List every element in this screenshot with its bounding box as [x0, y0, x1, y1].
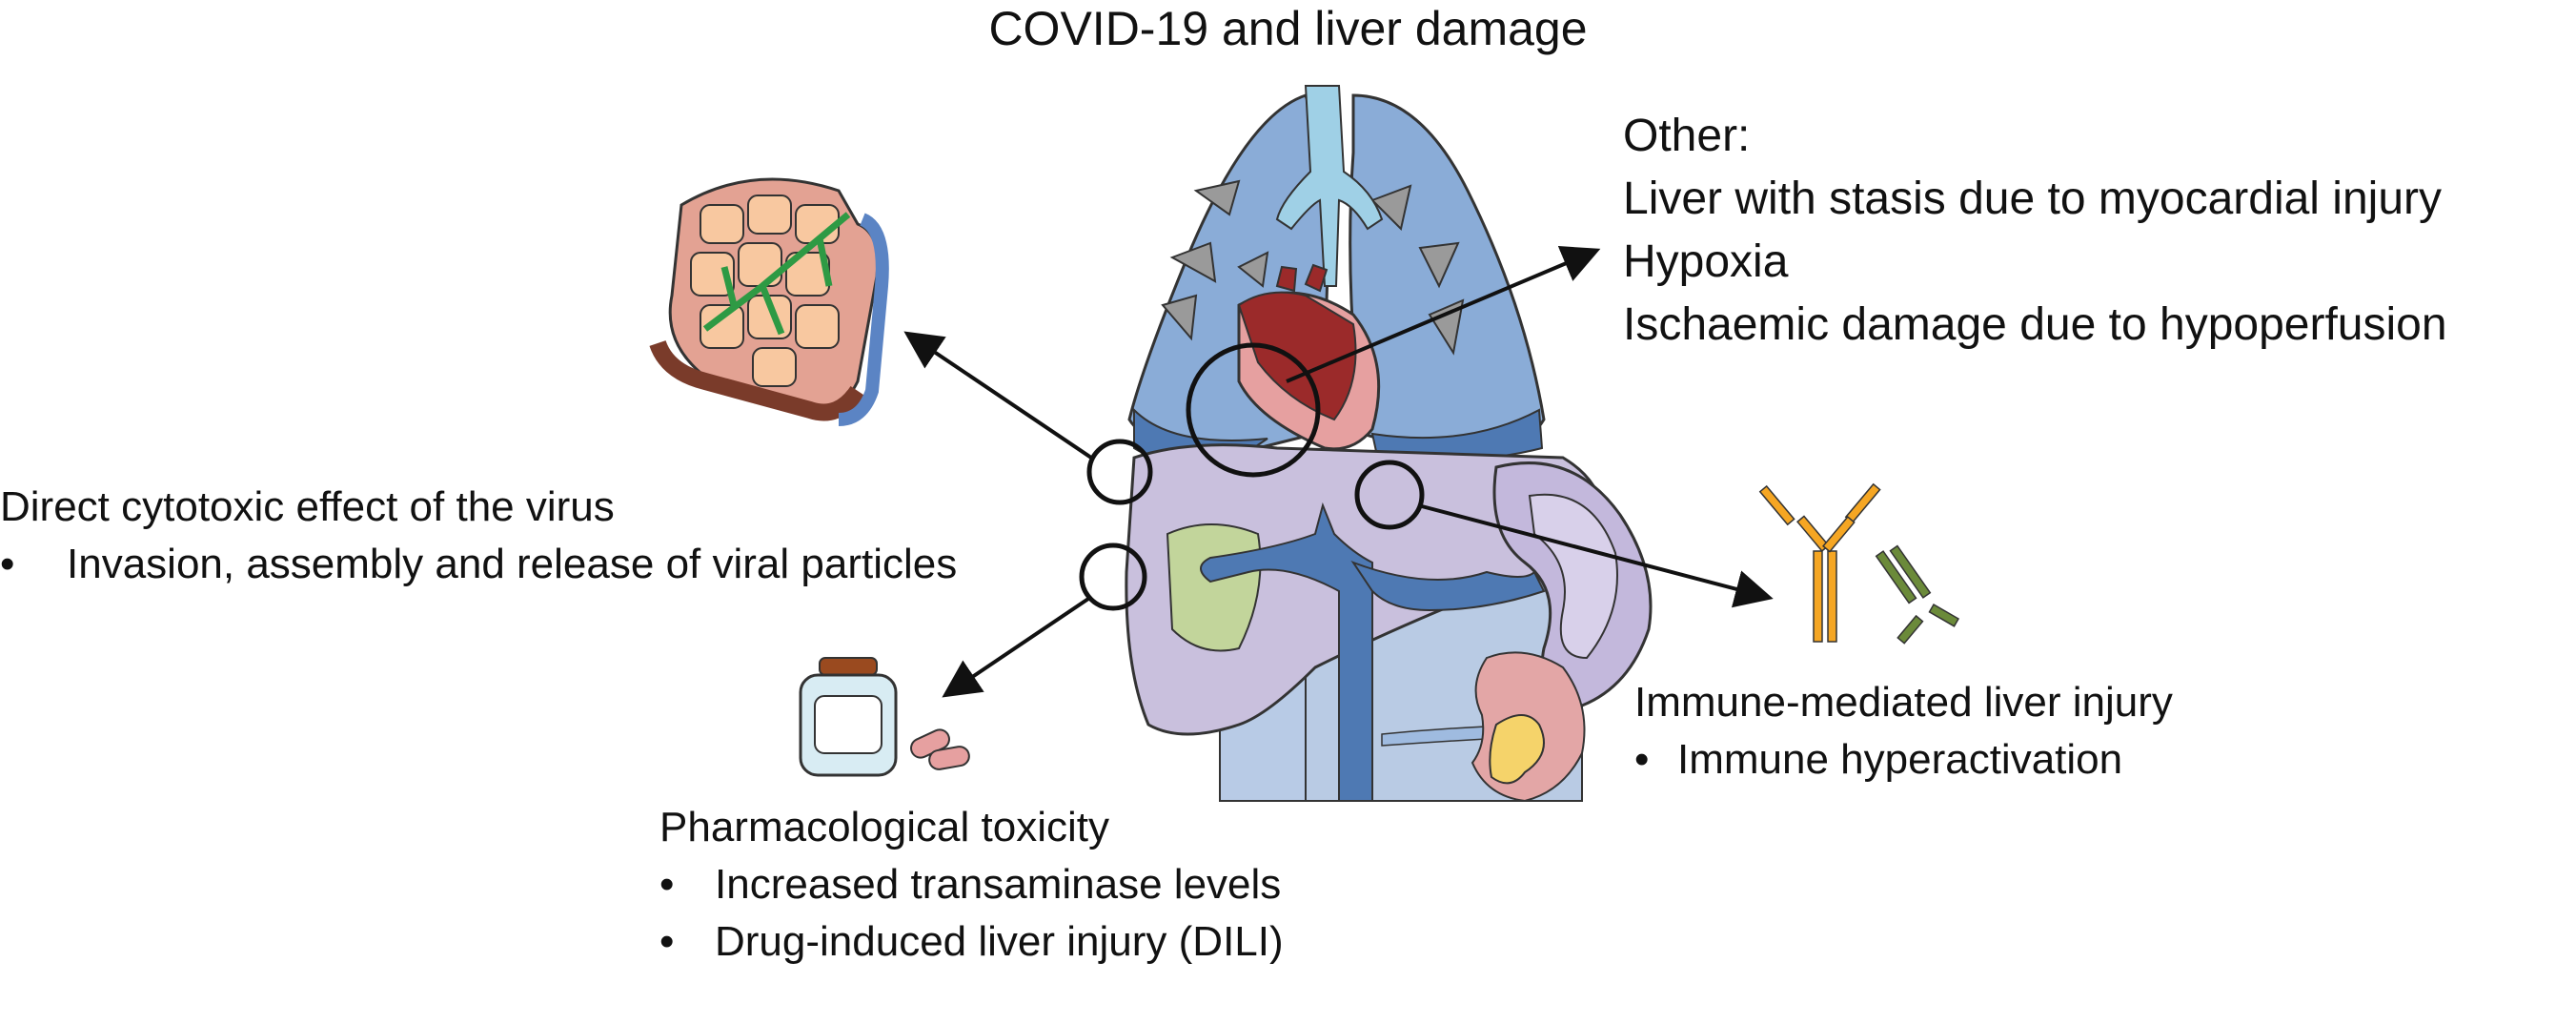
highlight-circles: [1079, 342, 1425, 611]
page-title: COVID-19 and liver damage: [988, 2, 1588, 55]
direct-effect-heading: Direct cytotoxic effect of the virus: [0, 483, 615, 530]
arrow-to-antibodies: [1417, 503, 1774, 608]
direct-effect-bullet: Invasion, assembly and release of viral …: [0, 536, 957, 593]
antibodies-icon: [1758, 482, 1960, 645]
other-item: Hypoxia: [1623, 236, 1789, 287]
arrow-to-hepatocytes: [903, 331, 1096, 461]
immune-heading: Immune-mediated liver injury: [1634, 679, 2173, 726]
other-item: Liver with stasis due to myocardial inju…: [1623, 174, 2443, 224]
pills-icon: [910, 728, 970, 770]
liver-region-circle-lower: [1079, 543, 1147, 611]
pharma-heading: Pharmacological toxicity: [659, 804, 1109, 850]
immune-bullet: Immune hyperactivation: [1634, 731, 2173, 788]
heart-region-circle: [1186, 342, 1321, 478]
immune-block: Immune-mediated liver injury Immune hype…: [1634, 674, 2173, 788]
pharma-bullet: Increased transaminase levels: [659, 856, 1284, 913]
liver-region-circle-upper: [1086, 439, 1153, 505]
arrows: [903, 246, 1774, 698]
other-block: Other: Liver with stasis due to myocardi…: [1623, 105, 2447, 357]
trachea-icon: [1275, 85, 1384, 287]
arrow-to-other: [1286, 246, 1601, 383]
pharma-bullet: Drug-induced liver injury (DILI): [659, 913, 1284, 971]
pharma-block: Pharmacological toxicity Increased trans…: [659, 799, 1284, 971]
other-heading: Other:: [1623, 111, 1751, 161]
liver-region-circle-right: [1354, 460, 1425, 530]
heart-icon: [1237, 263, 1381, 451]
drug-bottle-icon: [799, 657, 898, 777]
lungs-icon: [1127, 93, 1546, 462]
liver-lobule-icon: [649, 177, 889, 426]
spleen-icon: [1492, 461, 1653, 707]
kidney-icon: [1471, 651, 1586, 803]
arrow-to-drugs: [942, 597, 1090, 698]
other-item: Ischaemic damage due to hypoperfusion: [1623, 299, 2447, 350]
direct-effect-block: Direct cytotoxic effect of the virus Inv…: [0, 479, 957, 593]
